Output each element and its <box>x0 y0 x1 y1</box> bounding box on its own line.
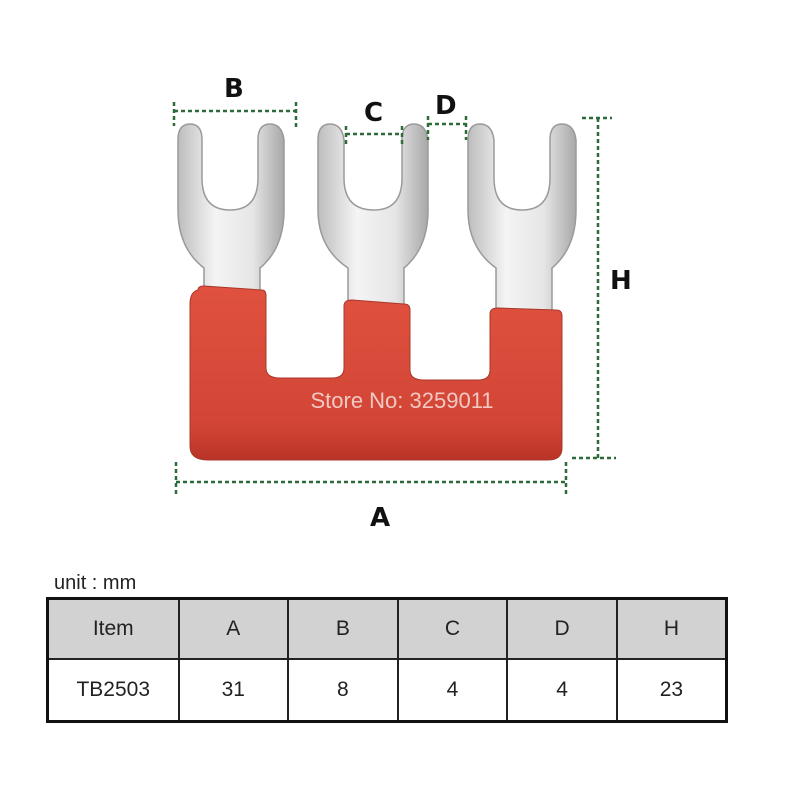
fork-prong-2 <box>317 123 429 309</box>
cell-h: 23 <box>615 658 728 723</box>
header-cell-b: B <box>287 597 399 660</box>
terminal-jumper-diagram: Store No: 3259011 <box>172 102 616 494</box>
dim-label-d: D <box>435 91 457 121</box>
cell-item: TB2503 <box>46 658 180 723</box>
dim-label-b: B <box>224 74 244 104</box>
dim-label-h: H <box>610 266 632 296</box>
cell-c: 4 <box>396 658 509 723</box>
header-cell-d: D <box>506 597 618 660</box>
spec-table: Item A B C D H TB2503 31 8 4 4 23 <box>46 597 728 723</box>
table-row: TB2503 31 8 4 4 23 <box>46 658 728 723</box>
fork-prong-1 <box>177 123 285 301</box>
table-header-row: Item A B C D H <box>46 597 728 660</box>
cell-d: 4 <box>506 658 618 723</box>
insulation-bar <box>189 285 563 461</box>
dim-label-a: A <box>370 503 391 533</box>
dimension-lines <box>172 102 616 494</box>
fork-prong-3 <box>467 123 577 313</box>
unit-label: unit : mm <box>54 572 137 594</box>
header-cell-c: C <box>396 597 509 660</box>
dim-label-c: C <box>364 98 384 128</box>
cell-b: 8 <box>287 658 399 723</box>
header-cell-item: Item <box>46 597 180 660</box>
header-cell-a: A <box>177 597 290 660</box>
header-cell-h: H <box>615 597 728 660</box>
cell-a: 31 <box>177 658 290 723</box>
watermark-text: Store No: 3259011 <box>310 388 493 413</box>
